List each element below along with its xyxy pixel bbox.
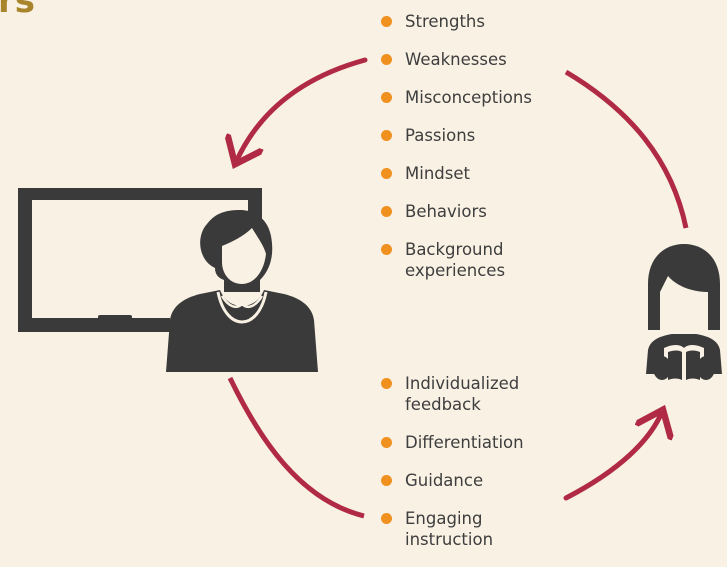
list-item: Passions (381, 125, 555, 146)
list-item: Guidance (381, 470, 555, 491)
arrow-top-left (236, 57, 368, 162)
teacher-at-chalkboard-icon (18, 188, 318, 372)
list-item: Misconceptions (381, 87, 555, 108)
arrow-top-right (564, 69, 689, 229)
list-item: Strengths (381, 11, 555, 32)
teacher-actions-list: Individualized feedback Differentiation … (381, 373, 555, 567)
page-heading: rs (0, 0, 36, 21)
list-item: Behaviors (381, 201, 555, 222)
list-item: Mindset (381, 163, 555, 184)
list-item: Weaknesses (381, 49, 555, 70)
student-reading-book-icon (646, 244, 722, 386)
arrow-bottom-left (227, 376, 365, 519)
list-item: Engaging instruction (381, 508, 515, 550)
student-insights-list: Strengths Weaknesses Misconceptions Pass… (381, 11, 555, 298)
list-item: Differentiation (381, 432, 555, 453)
list-item: Individualized feedback (381, 373, 530, 415)
arrow-bottom-right (563, 412, 662, 501)
list-item: Background experiences (381, 239, 525, 281)
